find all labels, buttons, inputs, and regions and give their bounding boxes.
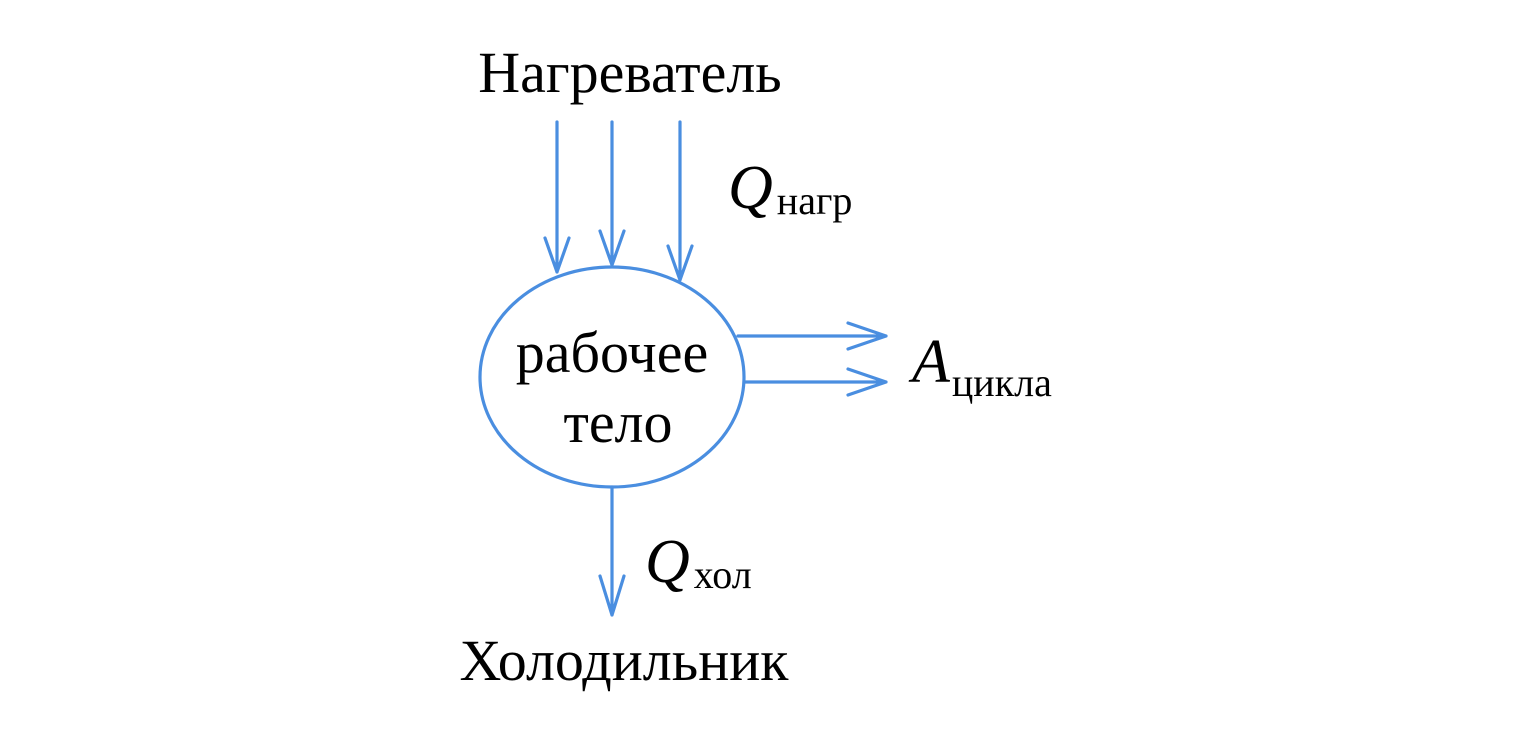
work-symbol: A [908,328,951,396]
work-arrow-2 [742,367,888,397]
heat-arrow-2 [598,120,626,267]
work-label: Aцикла [908,328,1052,405]
work-subscript: цикла [952,360,1052,405]
heat-output-subscript: хол [694,552,752,597]
heat-input-symbol: Q [728,154,773,222]
heat-output-arrow [598,485,626,617]
heat-output-symbol: Q [645,528,690,596]
work-arrow-1 [736,321,888,351]
work-output-arrows [736,321,888,397]
heat-input-subscript: нагр [777,178,853,223]
heat-input-arrows [543,120,694,282]
heat-arrow-3 [666,120,694,282]
heat-arrow-1 [543,120,571,274]
cooler-label: Холодильник [460,628,790,693]
working-body-label-line1: рабочее [516,320,708,385]
heater-label: Нагреватель [478,40,782,105]
working-body-label-line2: тело [563,390,672,455]
